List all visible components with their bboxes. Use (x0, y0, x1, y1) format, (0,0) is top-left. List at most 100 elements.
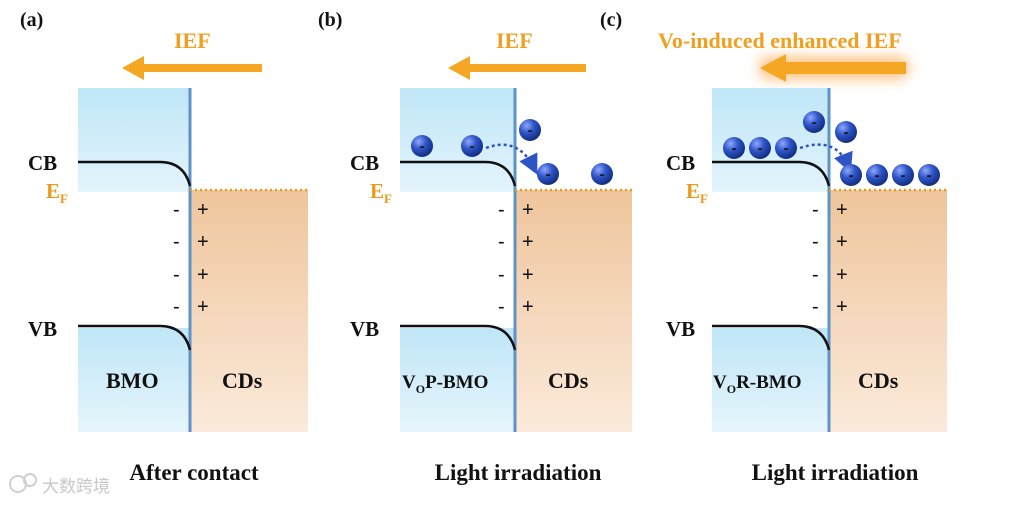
positive-charge: + (197, 231, 209, 253)
svg-text:-: - (844, 124, 849, 141)
positive-charge: + (522, 264, 534, 286)
electron: - (835, 121, 857, 143)
svg-text:-: - (420, 138, 425, 155)
panel-caption: Light irradiation (435, 460, 602, 485)
svg-text:-: - (758, 140, 763, 157)
negative-charge: - (173, 231, 180, 253)
fermi-label: EF (370, 179, 392, 206)
electron: - (461, 135, 483, 157)
cb-label: CB (28, 151, 57, 175)
watermark: 大数跨境 (9, 473, 110, 497)
svg-text:-: - (732, 140, 737, 157)
positive-charge: + (522, 296, 534, 318)
space-charges: - - - - + + + + (173, 199, 209, 318)
electron: - (749, 137, 771, 159)
svg-text:-: - (600, 166, 605, 183)
svg-text:-: - (927, 167, 932, 184)
cb-band (78, 160, 192, 187)
positive-charge: + (197, 199, 209, 221)
electron: - (803, 111, 825, 133)
negative-charge: - (498, 264, 505, 286)
svg-text:-: - (546, 166, 551, 183)
svg-text:-: - (849, 167, 854, 184)
negative-charge: - (498, 199, 505, 221)
electron: - (411, 135, 433, 157)
vb-band (712, 324, 831, 351)
cb-label: CB (350, 151, 379, 175)
positive-charge: + (836, 231, 848, 253)
negative-charge: - (498, 231, 505, 253)
svg-text:-: - (812, 114, 817, 131)
cds-label: CDs (548, 368, 589, 393)
negative-charge: - (812, 231, 819, 253)
ief-arrow (448, 56, 586, 80)
svg-text:-: - (470, 138, 475, 155)
positive-charge: + (522, 231, 534, 253)
positive-charge: + (522, 199, 534, 221)
panel-a: (a) IEF CB EF VB - - - - + + + + BMO CDs (20, 9, 308, 485)
vb-band (400, 324, 517, 351)
electron: - (519, 119, 541, 141)
semiconductor-label: BMO (106, 368, 159, 393)
negative-charge: - (498, 296, 505, 318)
panel-caption: After contact (129, 460, 259, 485)
space-charges: - - - - + + + + (498, 199, 534, 318)
positive-charge: + (836, 296, 848, 318)
vb-label: VB (28, 317, 57, 341)
panel-caption: Light irradiation (752, 460, 919, 485)
negative-charge: - (173, 296, 180, 318)
negative-charge: - (173, 199, 180, 221)
fermi-label: EF (686, 179, 708, 206)
panel-letter: (c) (600, 9, 622, 31)
panel-letter: (a) (20, 9, 43, 31)
negative-charge: - (173, 264, 180, 286)
panel-letter: (b) (318, 9, 342, 31)
cds-region (190, 190, 308, 432)
cb-band (712, 160, 831, 187)
vb-label: VB (666, 317, 695, 341)
svg-text:-: - (528, 122, 533, 139)
bmo-region (78, 88, 190, 432)
svg-text:-: - (901, 167, 906, 184)
space-charges: - - - - + + + + (812, 199, 848, 318)
electron-transfer-arrow (799, 143, 853, 173)
panel-b: (b) IEF CB EF VB - - - - - - - - - + + (318, 9, 632, 485)
ief-label: IEF (174, 28, 211, 53)
watermark-text: 大数跨境 (42, 477, 110, 497)
negative-charge: - (812, 199, 819, 221)
electron: - (892, 164, 914, 186)
cds-region (829, 190, 947, 432)
negative-charge: - (812, 296, 819, 318)
electron: - (723, 137, 745, 159)
vb-band (78, 324, 192, 351)
negative-charge: - (812, 264, 819, 286)
ief-arrow (758, 54, 910, 82)
positive-charge: + (836, 264, 848, 286)
cds-label: CDs (222, 368, 263, 393)
ief-label: IEF (496, 28, 533, 53)
panel-c: (c) Vo-induced enhanced IEF CB EF VB - -… (600, 9, 947, 485)
bmo-region (400, 88, 515, 432)
svg-text:-: - (875, 167, 880, 184)
cb-band (400, 160, 517, 187)
electron: - (840, 164, 862, 186)
ief-label: Vo-induced enhanced IEF (658, 28, 902, 53)
fermi-label: EF (46, 179, 68, 206)
electron: - (918, 164, 940, 186)
positive-charge: + (836, 199, 848, 221)
electron: - (537, 163, 559, 185)
electron: - (866, 164, 888, 186)
electron: - (591, 163, 613, 185)
cds-label: CDs (858, 368, 899, 393)
vb-label: VB (350, 317, 379, 341)
cds-region (515, 190, 632, 432)
svg-text:-: - (784, 140, 789, 157)
semiconductor-label: VOR-BMO (713, 372, 802, 396)
positive-charge: + (197, 264, 209, 286)
cb-label: CB (666, 151, 695, 175)
positive-charge: + (197, 296, 209, 318)
semiconductor-label: VOP-BMO (402, 372, 488, 396)
electron: - (775, 137, 797, 159)
ief-arrow (122, 56, 262, 80)
